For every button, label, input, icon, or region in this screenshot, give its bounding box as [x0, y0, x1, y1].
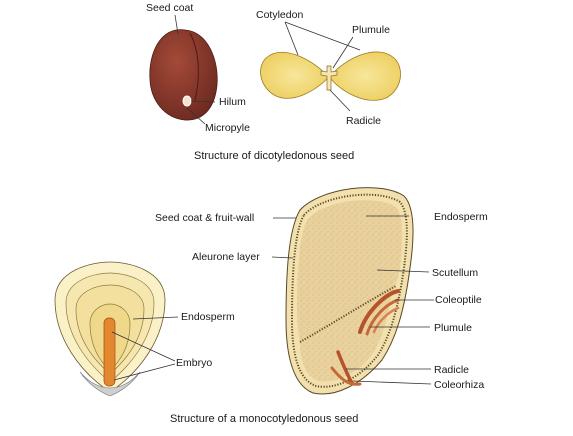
label-cotyledon: Cotyledon — [256, 9, 303, 21]
caption-dicot: Structure of dicotyledonous seed — [194, 150, 354, 162]
label-embryo: Embryo — [176, 357, 212, 369]
cotyledon-right — [329, 51, 401, 101]
label-coleoptile: Coleoptile — [435, 294, 482, 306]
cotyledons-illustration — [260, 51, 401, 101]
embryo-bar — [103, 317, 116, 387]
coleoptile-3 — [372, 306, 400, 334]
label-scutellum: Scutellum — [432, 267, 478, 279]
label-micropyle: Micropyle — [205, 122, 250, 134]
coleoptile-1 — [358, 289, 400, 334]
dicot-seed-illustration — [149, 29, 218, 121]
label-hilum: Hilum — [219, 96, 246, 108]
dicot-seed-coat-shape — [149, 29, 218, 121]
label-seed-coat-fruit-wall: Seed coat & fruit-wall — [155, 212, 254, 224]
endosperm-region — [297, 200, 403, 342]
hilum-mark — [182, 95, 192, 107]
label-plumule-monocot: Plumule — [434, 322, 472, 334]
scutellum-boundary — [299, 285, 397, 343]
cross-section-speckle — [79, 371, 141, 397]
label-coleorhiza: Coleorhiza — [434, 379, 484, 391]
monocot-longitudinal-section — [285, 187, 414, 395]
cotyledon-left — [260, 52, 329, 99]
label-seed-coat: Seed coat — [146, 2, 193, 14]
label-radicle-monocot: Radicle — [434, 364, 469, 376]
plumule-radicle-axis — [320, 65, 338, 91]
coleorhiza-structure — [330, 366, 362, 386]
radicle-structure — [336, 350, 354, 385]
caption-monocot: Structure of a monocotyledonous seed — [170, 413, 358, 425]
coleoptile-2 — [365, 298, 400, 336]
label-endosperm-left: Endosperm — [181, 311, 235, 323]
label-aleurone-layer: Aleurone layer — [192, 251, 260, 263]
monocot-cross-section — [54, 261, 166, 397]
label-radicle-dicot: Radicle — [346, 115, 381, 127]
dicot-seed-groove — [189, 32, 199, 101]
grain-fruit-wall-dash — [290, 193, 408, 388]
label-plumule-dicot: Plumule — [352, 24, 390, 36]
label-endosperm-right: Endosperm — [434, 211, 488, 223]
